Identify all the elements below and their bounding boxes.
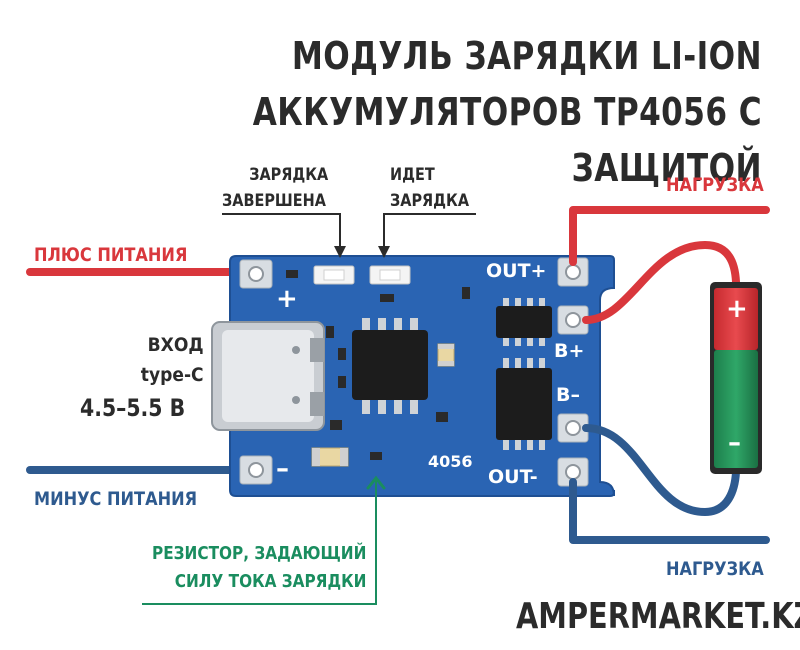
input-line-2: type-C	[140, 364, 204, 386]
charge-done-line-2: ЗАВЕРШЕНА	[222, 191, 326, 211]
charging-label: ИДЕТ ЗАРЯДКА	[390, 162, 469, 214]
smd-components	[286, 270, 470, 460]
pad-b-plus	[557, 305, 589, 335]
pcb-minus-sign: –	[276, 454, 289, 484]
protection-chip-1	[496, 298, 552, 346]
charge-done-label: ЗАРЯДКА ЗАВЕРШЕНА	[222, 162, 328, 214]
smd-capacitor	[437, 343, 455, 367]
resistor-line-1: РЕЗИСТОР, ЗАДАЮЩИЙ	[152, 543, 367, 564]
resistor-label: РЕЗИСТОР, ЗАДАЮЩИЙ СИЛУ ТОКА ЗАРЯДКИ	[142, 540, 366, 596]
pointer-lines	[222, 213, 476, 246]
arrow-charge-done	[334, 246, 346, 258]
resistor-pointer-line	[142, 480, 377, 605]
charge-done-line-1: ЗАРЯДКА	[249, 165, 329, 185]
tp4056-chip	[352, 318, 428, 414]
battery-minus-wire	[582, 424, 740, 517]
input-label: ВХОД type-C	[110, 330, 204, 390]
smd-resistor	[311, 447, 349, 467]
b-minus-label: B–	[556, 384, 580, 406]
power-minus-label: МИНУС ПИТАНИЯ	[34, 488, 198, 510]
pad-out-minus	[557, 457, 589, 487]
page-title: МОДУЛЬ ЗАРЯДКИ LI-ION АККУМУЛЯТОРОВ TP40…	[137, 28, 762, 196]
pad-in-plus	[239, 259, 273, 289]
brand-label: AMPERMARKET.KZ	[516, 596, 800, 637]
usb-c-connector	[211, 321, 325, 431]
battery-plus-sign: +	[726, 294, 748, 324]
input-line-1: ВХОД	[147, 334, 204, 356]
pad-b-minus	[557, 413, 589, 443]
battery	[710, 282, 762, 474]
title-line-2: АККУМУЛЯТОРОВ TP4056 С ЗАЩИТОЙ	[252, 90, 762, 190]
resistor-line-2: СИЛУ ТОКА ЗАРЯДКИ	[174, 571, 367, 592]
load-bottom-label: НАГРУЗКА	[666, 558, 764, 580]
b-plus-label: B+	[554, 340, 585, 362]
charging-line-1: ИДЕТ	[390, 165, 435, 185]
input-voltage-label: 4.5–5.5 В	[80, 394, 186, 422]
out-plus-label: OUT+	[486, 260, 547, 282]
title-line-1: МОДУЛЬ ЗАРЯДКИ LI-ION	[291, 34, 762, 78]
protection-chip-2	[496, 358, 552, 450]
arrow-charging	[378, 246, 390, 258]
load-minus-wire	[569, 478, 770, 544]
battery-minus-sign: –	[728, 428, 741, 458]
power-plus-label: ПЛЮС ПИТАНИЯ	[34, 244, 188, 266]
led-charge-done	[313, 265, 355, 285]
load-top-label: НАГРУЗКА	[666, 174, 764, 196]
charging-line-2: ЗАРЯДКА	[390, 191, 470, 211]
battery-plus-wire	[582, 240, 740, 324]
out-minus-label: OUT-	[488, 466, 538, 488]
chip-id-label: 4056	[428, 452, 473, 471]
pcb-plus-sign: +	[276, 284, 298, 314]
led-charging	[369, 265, 411, 285]
resistor-arrow	[366, 475, 386, 490]
load-plus-wire	[569, 206, 770, 266]
pad-in-minus	[239, 455, 273, 485]
